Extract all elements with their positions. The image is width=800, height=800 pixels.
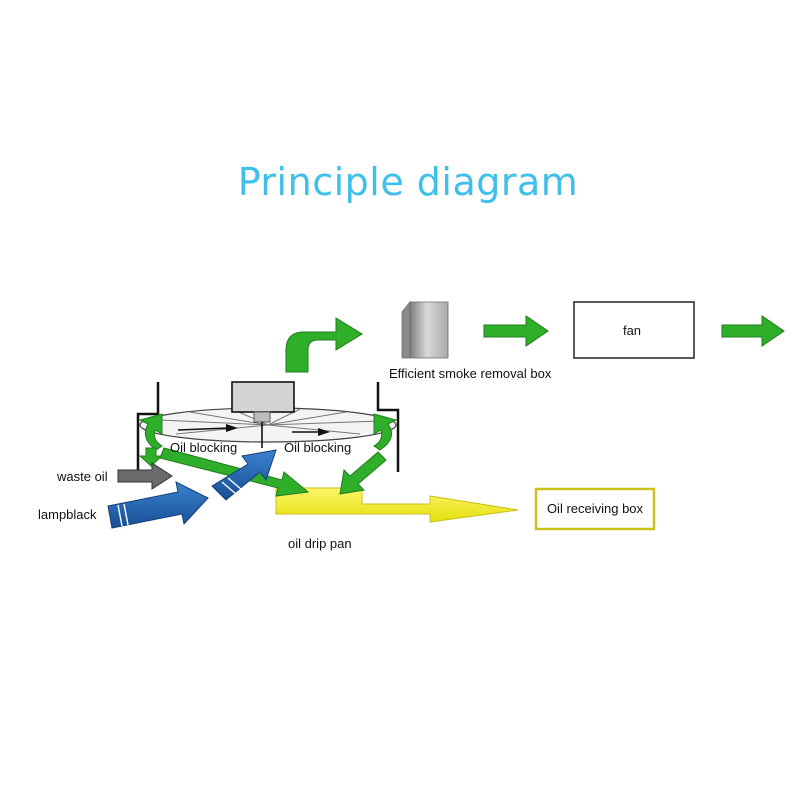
lampblack-up-arrow [211,449,277,501]
outlet-curved-arrow [285,317,363,373]
left-upflow-arrow [138,413,163,451]
waste-oil-arrow [117,462,173,490]
oil-receiving-box [534,487,656,531]
fan-label: fan [623,323,641,338]
lampblack-inlet-arrow [107,481,209,529]
oil-blocking-left-label: Oil blocking [170,440,237,455]
lampblack-label: lampblack [38,507,97,522]
oil-flow-right-arrow [339,451,387,495]
smoke-box-label: Efficient smoke removal box [389,366,552,381]
oil-drip-pan-arrow [275,487,519,523]
right-upflow-arrow [373,413,398,451]
motor-box [231,381,295,448]
oil-drip-pan-label: oil drip pan [288,536,352,551]
oil-blocking-right-label: Oil blocking [284,440,351,455]
arrow-to-fan-icon [483,315,549,347]
left-drip-arrow [138,447,164,467]
fan-box [573,301,695,359]
diagram-title: Principle diagram [237,160,579,204]
exhaust-arrow-icon [721,315,785,347]
smoke-removal-box-icon [401,300,449,359]
waste-oil-label: waste oil [56,469,108,484]
hood-frame [136,382,400,478]
oil-receiving-box-label: Oil receiving box [547,501,644,516]
